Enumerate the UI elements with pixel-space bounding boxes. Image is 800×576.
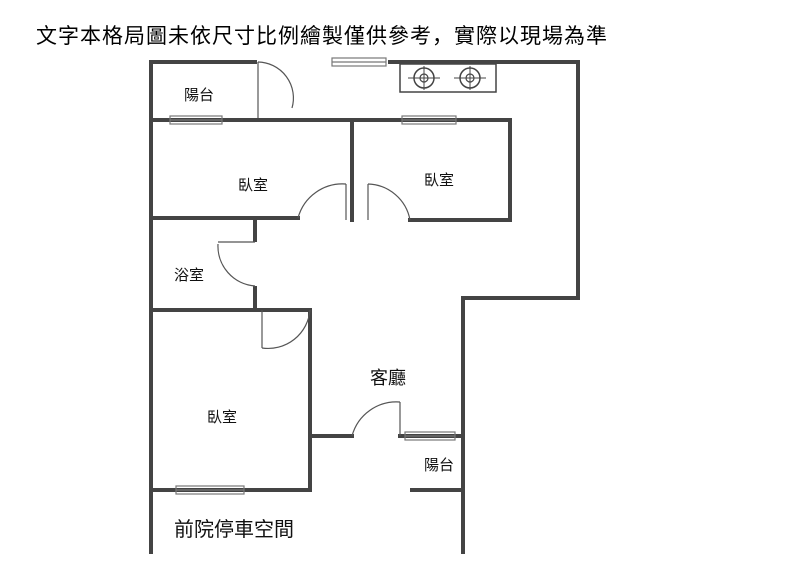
room-label-bedroom-top-right: 臥室 <box>424 171 454 189</box>
gas-stove-icon <box>399 63 497 93</box>
windows <box>169 57 457 495</box>
room-label-bedroom-bottom: 臥室 <box>207 408 237 426</box>
area-label-front-yard: 前院停車空間 <box>174 517 294 541</box>
room-label-balcony-bottom: 陽台 <box>424 456 454 474</box>
room-label-bathroom: 浴室 <box>174 266 204 284</box>
doors <box>217 61 411 437</box>
outer-walls <box>149 60 580 554</box>
room-label-balcony-top: 陽台 <box>184 86 214 104</box>
room-label-living-room: 客廳 <box>370 368 406 389</box>
room-label-bedroom-top-left: 臥室 <box>238 176 268 194</box>
disclaimer-title: 文字本格局圖未依尺寸比例繪製僅供參考，實際以現場為準 <box>36 24 608 48</box>
interior-walls <box>149 118 512 492</box>
